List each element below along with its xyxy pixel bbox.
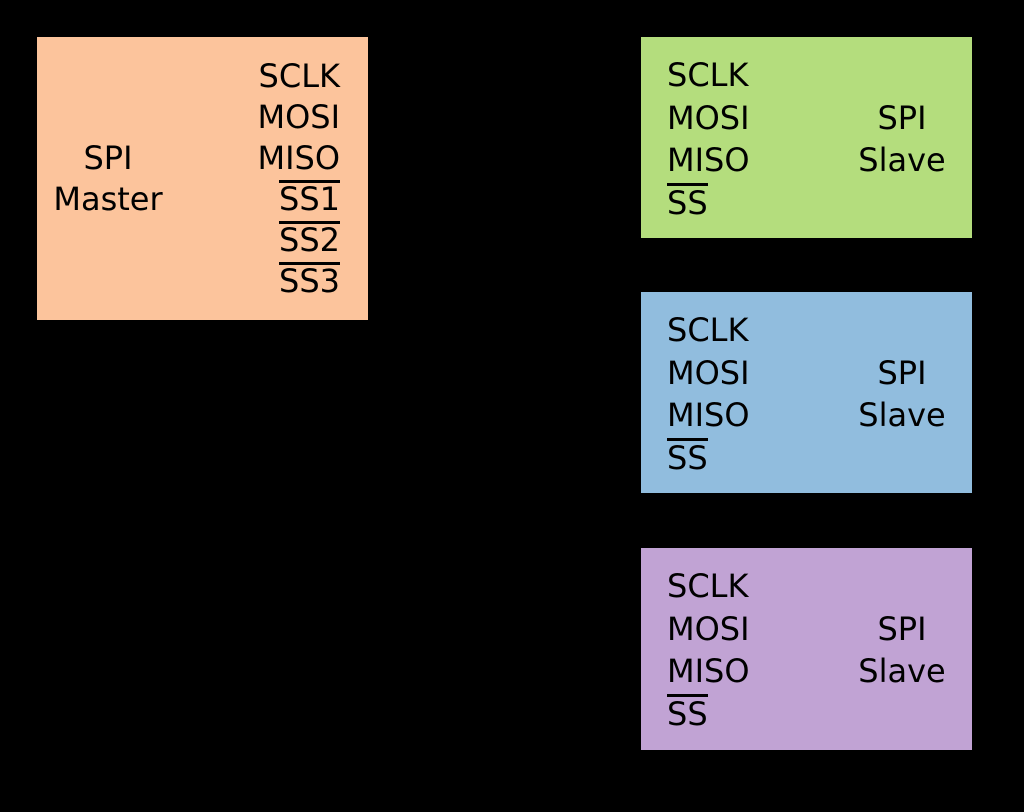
- slave-2-pin-ss: SS: [667, 437, 750, 480]
- slave-2-pin-miso: MISO: [667, 396, 750, 434]
- spi-slave-1-box: SCLK MOSI MISO SS SPI Slave: [641, 37, 972, 238]
- slave-3-title-line1: SPI: [877, 609, 927, 648]
- master-pin-miso: MISO: [257, 139, 340, 177]
- slave-3-title: SPI Slave: [840, 608, 964, 693]
- slave-1-pin-mosi: MOSI: [667, 98, 750, 137]
- slave-2-title: SPI Slave: [840, 352, 964, 437]
- slave-2-pin-mosi: MOSI: [667, 353, 750, 392]
- slave-2-title-line1: SPI: [877, 353, 927, 392]
- master-pin-ss2: SS2: [257, 220, 340, 261]
- master-pin-ss3: SS3: [257, 261, 340, 302]
- overline-ss3: SS3: [279, 262, 340, 300]
- overline-ss: SS: [667, 693, 708, 736]
- master-title-line2: Master: [53, 180, 163, 218]
- slave-2-pin-sclk: SCLK: [667, 311, 749, 349]
- spi-slave-2-box: SCLK MOSI MISO SS SPI Slave: [641, 292, 972, 493]
- overline-ss1: SS1: [279, 180, 340, 218]
- master-title-line1: SPI: [83, 139, 133, 177]
- slave-1-title-line2: Slave: [858, 141, 946, 179]
- slave-2-title-line2: Slave: [858, 396, 946, 434]
- slave-3-pin-ss: SS: [667, 693, 750, 736]
- slave-3-pin-miso: MISO: [667, 652, 750, 690]
- master-pin-ss1: SS1: [257, 179, 340, 220]
- master-pin-sclk: SCLK: [258, 57, 340, 95]
- slave-1-pin-miso: MISO: [667, 141, 750, 179]
- slave-3-pin-mosi: MOSI: [667, 609, 750, 648]
- slave-1-pin-sclk: SCLK: [667, 56, 749, 94]
- master-title: SPI Master: [37, 138, 179, 220]
- slave-3-pin-column: SCLK MOSI MISO SS: [667, 565, 750, 735]
- slave-1-title-line1: SPI: [877, 98, 927, 137]
- slave-1-pin-column: SCLK MOSI MISO SS: [667, 54, 750, 224]
- overline-ss2: SS2: [279, 221, 340, 259]
- overline-ss: SS: [667, 437, 708, 480]
- slave-1-title: SPI Slave: [840, 97, 964, 182]
- slave-3-pin-sclk: SCLK: [667, 567, 749, 605]
- slave-2-pin-column: SCLK MOSI MISO SS: [667, 309, 750, 479]
- master-pin-mosi: MOSI: [257, 98, 340, 136]
- spi-master-box: SCLK MOSI MISO SS1 SS2 SS3 SPI Master: [37, 37, 368, 320]
- spi-slave-3-box: SCLK MOSI MISO SS SPI Slave: [641, 548, 972, 750]
- slave-3-title-line2: Slave: [858, 652, 946, 690]
- slave-1-pin-ss: SS: [667, 182, 750, 225]
- master-pin-column: SCLK MOSI MISO SS1 SS2 SS3: [257, 56, 340, 302]
- overline-ss: SS: [667, 182, 708, 225]
